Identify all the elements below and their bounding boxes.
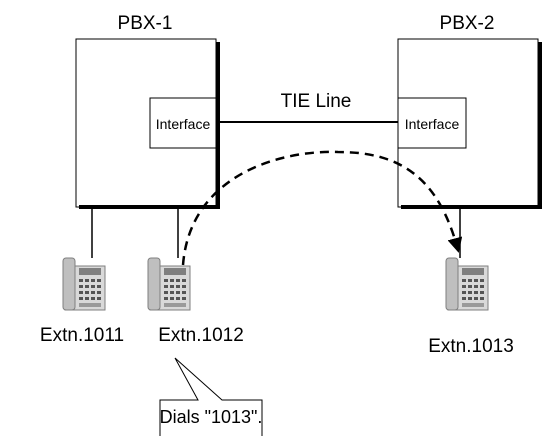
telephone-icon xyxy=(62,257,106,311)
tie-line-label: TIE Line xyxy=(281,91,352,112)
pbx1-interface-label: Interface xyxy=(156,116,211,132)
pbx2-title: PBX-2 xyxy=(440,13,495,34)
extn-1011-label: Extn.1011 xyxy=(40,325,124,346)
telephone-icon xyxy=(147,257,191,311)
telephone-icon xyxy=(445,257,489,311)
pbx1-interface-box xyxy=(149,97,217,149)
extn-1013-label: Extn.1013 xyxy=(428,336,514,357)
extn-1012-label: Extn.1012 xyxy=(158,325,244,346)
call-path-arrow xyxy=(181,150,463,266)
callout-text: Dials "1013". xyxy=(160,407,263,427)
pbx2-interface-label: Interface xyxy=(405,116,460,132)
pbx1-title: PBX-1 xyxy=(118,13,173,34)
callout-bubble xyxy=(159,357,263,436)
